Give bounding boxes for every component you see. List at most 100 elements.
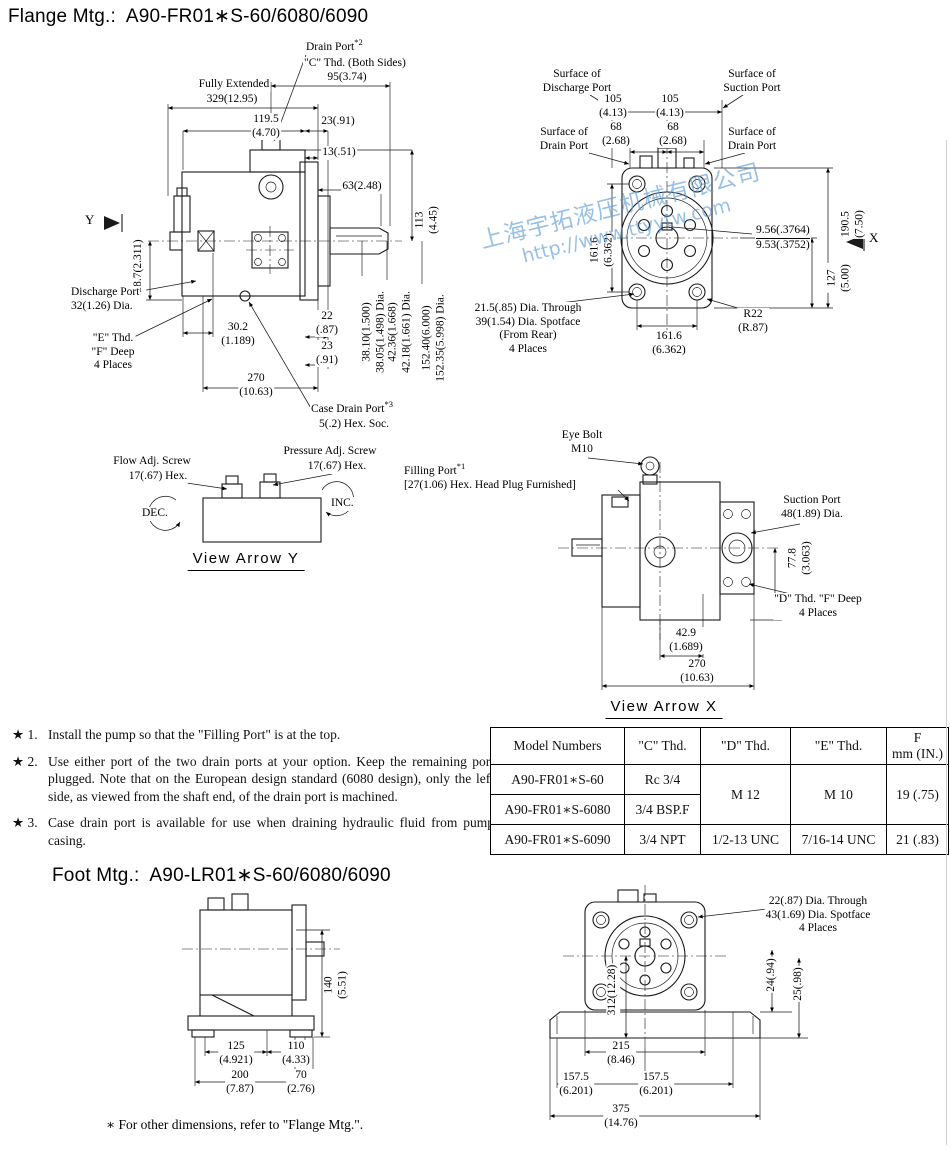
- dim-23-top: 23(.91): [320, 115, 356, 129]
- label-surface-drain-right: Surface of Drain Port: [726, 126, 778, 154]
- dim-157-5-right: 157.5 (6.201): [638, 1071, 674, 1099]
- label-foot-hole-note: 22(.87) Dia. Through 43(1.69) Dia. Spotf…: [764, 895, 872, 936]
- label-view-y-arrow: Y: [84, 212, 96, 228]
- dim-key-height: 9.56(.3764) 9.53(.3752): [755, 224, 811, 253]
- label-suction-port: Suction Port 48(1.89) Dia.: [780, 494, 844, 522]
- note-1-marker: ★ 1.: [12, 727, 38, 742]
- dim-270-side: 270 (10.63): [238, 372, 274, 400]
- label-flow-hex: 17(.67) Hex.: [127, 470, 189, 484]
- dim-215: 215 (8.46): [606, 1040, 636, 1068]
- drain-port-text: Drain Port: [306, 41, 355, 53]
- cell-e-6090: 7/16-14 UNC: [790, 824, 887, 855]
- dim-key-upper: 9.56(.3764): [756, 224, 810, 239]
- cell-c-6080: 3/4 BSP.F: [624, 794, 701, 825]
- dim-161-bottom: 161.6 (6.362): [651, 330, 687, 358]
- dim-375: 375 (14.76): [603, 1103, 639, 1131]
- dim-119-5: 119.5 (4.70): [251, 113, 281, 141]
- dim-113: 113 (4.45): [413, 205, 441, 235]
- dim-70: 70 (2.76): [286, 1069, 316, 1097]
- label-discharge-port: Discharge Port 32(1.26) Dia.: [70, 286, 141, 314]
- label-surface-suction: Surface of Suction Port: [722, 68, 782, 96]
- dim-key-lower: 9.53(.3752): [756, 238, 810, 251]
- dim-110: 110 (4.33): [281, 1040, 311, 1068]
- dim-shaft-dia-38: 38.10(1.500) 38.05(1.498) Dia.: [360, 290, 388, 374]
- dim-105-left: 105 (4.13): [598, 93, 628, 121]
- cell-d-60: M 12: [700, 764, 791, 825]
- note-2: ★ 2. Use either port of the two drain po…: [12, 753, 494, 806]
- cell-f-60: 19 (.75): [886, 764, 949, 825]
- note-1-text: Install the pump so that the "Filling Po…: [48, 727, 341, 742]
- dim-spigot-dia-152: 152.40(6.000) 152.35(5.998) Dia.: [420, 293, 448, 383]
- cell-c-60: Rc 3/4: [624, 764, 701, 795]
- label-mount-hole-note: 21.5(.85) Dia. Through 39(1.54) Dia. Spo…: [473, 302, 583, 357]
- dim-30-2: 30.2 (1.189): [220, 321, 256, 349]
- label-fully-extended: Fully Extended: [197, 78, 271, 92]
- label-filling-port: Filling Port*1 [27(1.06) Hex. Head Plug …: [403, 462, 577, 493]
- foot-mtg-title: Foot Mtg.: A90-LR01∗S-60/6080/6090: [52, 865, 391, 886]
- label-hex-soc: 5(.2) Hex. Soc.: [318, 418, 390, 432]
- table-header-row: Model Numbers "C" Thd. "D" Thd. "E" Thd.…: [490, 727, 949, 765]
- dim-105-right: 105 (4.13): [655, 93, 685, 121]
- thread-spec-table: Model Numbers "C" Thd. "D" Thd. "E" Thd.…: [490, 727, 949, 855]
- dim-190-5: 190.5 (7.50): [839, 209, 867, 239]
- label-flow-adj-screw: Flow Adj. Screw: [112, 455, 192, 469]
- dim-157-5-left: 157.5 (6.201): [558, 1071, 594, 1099]
- dim-329: 329(12.95): [205, 93, 259, 107]
- case-drain-text: Case Drain Port: [311, 403, 385, 415]
- dim-127: 127 (5.00): [825, 263, 853, 293]
- dim-95: 95(3.74): [326, 71, 368, 85]
- col-header-d-thd: "D" Thd.: [700, 727, 791, 765]
- filling-port-note: [27(1.06) Hex. Head Plug Furnished]: [404, 478, 576, 491]
- label-d-thd: "D" Thd. "F" Deep 4 Places: [773, 593, 863, 621]
- footnote: ∗ For other dimensions, refer to "Flange…: [105, 1117, 365, 1133]
- view-arrow-x-drawing: [558, 456, 804, 690]
- dim-125: 125 (4.921): [218, 1040, 254, 1068]
- note-2-marker: ★ 2.: [12, 753, 38, 769]
- notes-section: ★ 1. Install the pump so that the "Filli…: [12, 726, 494, 858]
- note-3: ★ 3. Case drain port is available for us…: [12, 814, 494, 849]
- page-edge-line: [946, 140, 947, 1145]
- table-row: A90-FR01∗S-6080 3/4 BSP.F: [490, 794, 949, 825]
- foot-side-view: [182, 893, 340, 1086]
- label-eye-bolt: Eye Bolt M10: [560, 429, 604, 457]
- cell-c-6090: 3/4 NPT: [624, 824, 701, 855]
- note-ref-2: *2: [354, 37, 363, 48]
- label-pressure-adj-screw: Pressure Adj. Screw: [282, 445, 378, 459]
- label-pressure-hex: 17(.67) Hex.: [306, 460, 368, 474]
- dim-42-9: 42.9 (1.689): [668, 627, 704, 655]
- dim-13: 13(.51): [321, 146, 357, 160]
- cell-e-60: M 10: [790, 764, 887, 825]
- label-surface-drain-left: Surface of Drain Port: [538, 126, 590, 154]
- label-c-thd: "C" Thd. (Both Sides): [303, 57, 407, 71]
- dim-25: 25(.98): [792, 966, 806, 1002]
- label-e-thd: "E" Thd. "F" Deep 4 Places: [90, 332, 136, 373]
- cell-model-6090: A90-FR01∗S-6090: [490, 824, 625, 855]
- dim-270-viewx: 270 (10.63): [679, 658, 715, 686]
- cell-model-6080: A90-FR01∗S-6080: [490, 794, 625, 825]
- dim-312: 312(12.28): [606, 963, 620, 1017]
- col-header-c-thd: "C" Thd.: [624, 727, 701, 765]
- col-header-model: Model Numbers: [490, 727, 625, 765]
- dim-23-bottom: 23 (.91): [314, 340, 340, 368]
- label-case-drain-port: Case Drain Port*3: [310, 400, 394, 417]
- table-row: A90-FR01∗S-6090 3/4 NPT 1/2-13 UNC 7/16-…: [490, 824, 949, 855]
- dim-200: 200 (7.87): [225, 1069, 255, 1097]
- caption-view-arrow-x: View Arrow X: [605, 698, 723, 719]
- cell-d-6090: 1/2-13 UNC: [700, 824, 791, 855]
- col-header-f: F mm (IN.): [886, 727, 949, 765]
- dim-24: 24(.94): [765, 957, 779, 993]
- view-arrow-y-drawing: [148, 473, 354, 543]
- dim-140: 140 (5.51): [322, 970, 350, 1000]
- foot-front-view: [549, 885, 808, 1120]
- label-drain-port: Drain Port*2: [305, 38, 364, 55]
- cell-model-60: A90-FR01∗S-60: [490, 764, 625, 795]
- dim-shaft-dia-42: 42.36(1.668) 42.18(1.661) Dia.: [386, 290, 414, 374]
- dim-68-right: 68 (2.68): [658, 121, 688, 149]
- flange-mtg-title: Flange Mtg.: A90-FR01∗S-60/6080/6090: [8, 6, 369, 27]
- dim-r22: R22 (R.87): [737, 308, 769, 336]
- note-ref-1: *1: [456, 461, 466, 472]
- dim-68-left: 68 (2.68): [601, 121, 631, 149]
- table-row: A90-FR01∗S-60 Rc 3/4 M 12 M 10 19 (.75): [490, 764, 949, 825]
- note-3-marker: ★ 3.: [12, 815, 38, 831]
